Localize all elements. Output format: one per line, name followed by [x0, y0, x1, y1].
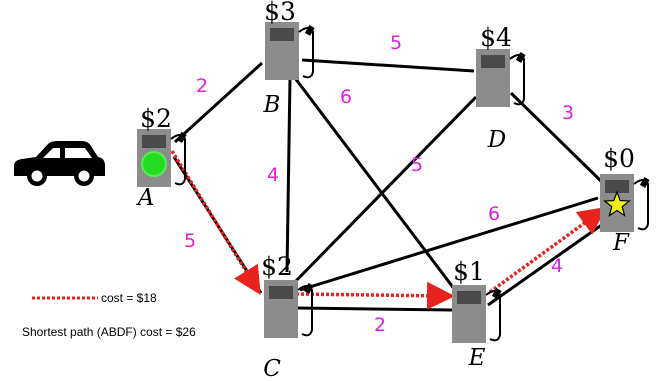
node-label-a: A — [136, 185, 155, 211]
gas-pump-icon — [476, 49, 526, 107]
node-f: $0F — [600, 144, 650, 256]
edge-d-f — [509, 91, 606, 186]
optimal-path-segment-e-f — [488, 206, 607, 294]
edge-c-e — [296, 306, 453, 312]
legend-optimal-label: cost = $18 — [101, 291, 157, 305]
node-label-f: F — [612, 230, 630, 256]
gas-pump-icon — [264, 280, 314, 338]
legend: cost = $18 Shortest path (ABDF) cost = $… — [22, 291, 196, 339]
optimal-path-segment-a-c — [170, 150, 261, 295]
node-price-f: $0 — [603, 144, 635, 173]
node-price-c: $2 — [261, 252, 293, 281]
node-label-e: E — [468, 345, 486, 371]
edge-weight-b-d: 5 — [390, 32, 402, 54]
optimal-path-layer — [170, 150, 607, 310]
edge-weight-d-f: 3 — [562, 102, 574, 124]
edge-b-e — [293, 77, 457, 291]
node-d: $4D — [476, 23, 526, 153]
edge-c-d — [291, 95, 478, 286]
edge-c-f — [299, 196, 599, 292]
edge-weight-c-f: 6 — [488, 203, 500, 225]
node-e: $1E — [452, 257, 502, 371]
edge-e-f — [487, 222, 604, 307]
legend-shortest-label: Shortest path (ABDF) cost = $26 — [22, 325, 196, 339]
node-label-d: D — [487, 127, 506, 153]
edge-a-b — [173, 61, 264, 144]
gas-pump-icon — [452, 285, 502, 343]
edge-weight-c-d: 5 — [411, 154, 423, 176]
node-label-c: C — [263, 356, 281, 381]
car-icon — [14, 141, 105, 186]
nodes-layer: $2A$3B$2C$4D$1E$0F — [136, 0, 650, 381]
edge-weight-a-b: 2 — [196, 75, 208, 97]
node-price-a: $2 — [140, 104, 172, 133]
gas-pump-icon — [600, 174, 650, 232]
gas-pump-icon — [265, 22, 315, 80]
edge-weight-c-e: 2 — [374, 314, 386, 336]
node-price-b: $3 — [264, 0, 296, 26]
edge-weight-b-e: 6 — [340, 86, 352, 108]
edge-weight-b-c: 4 — [267, 164, 279, 186]
optimal-path-segment-c-e — [295, 281, 455, 310]
star-icon — [602, 190, 632, 217]
green-dot-icon — [141, 151, 167, 177]
edge-b-c — [285, 77, 292, 273]
node-price-e: $1 — [453, 257, 485, 286]
node-label-b: B — [263, 92, 281, 118]
edge-b-d — [301, 58, 475, 73]
node-c: $2C — [261, 252, 314, 381]
edges-layer — [172, 58, 606, 312]
edge-weights-layer: 2 5 4 5 6 5 2 6 3 4 — [184, 32, 574, 336]
edge-weight-a-c: 5 — [184, 230, 196, 252]
node-price-d: $4 — [480, 23, 512, 52]
node-b: $3B — [263, 0, 315, 118]
edge-weight-e-f: 4 — [551, 255, 563, 277]
